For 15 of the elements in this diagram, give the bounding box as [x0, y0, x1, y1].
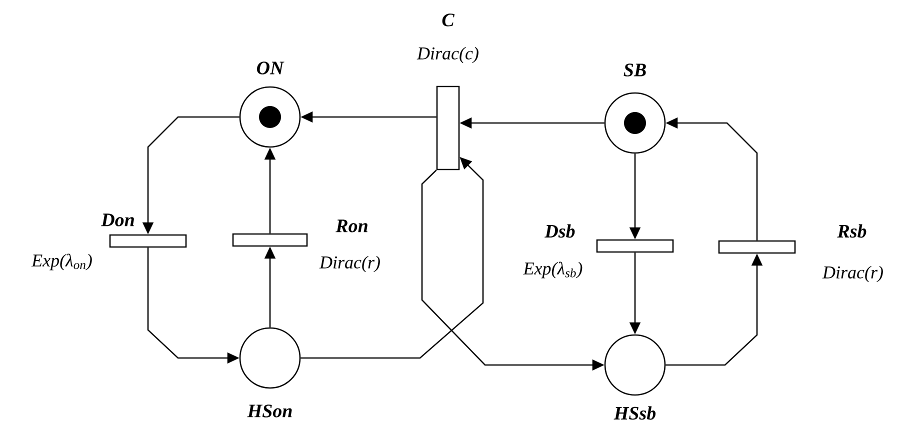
firing-delay: Exp(λ$_{sb}$)	[523, 262, 582, 278]
node-name: Dsb	[544, 224, 575, 238]
firing-delay: Dirac(r)	[319, 256, 380, 272]
node-name: Don	[100, 214, 134, 226]
node-name: SB	[624, 64, 646, 76]
node-name: HSsb	[614, 406, 656, 420]
node-name: HSon	[247, 404, 292, 418]
firing-delay: Exp(λ$_{on}$)	[31, 254, 92, 270]
arrow	[300, 157, 484, 359]
node-name: Rsb	[837, 224, 866, 238]
node-name: Ron	[336, 220, 368, 232]
firing-delay: Dirac(c)	[416, 46, 478, 64]
node-name: C	[442, 14, 454, 26]
node-name: ON	[256, 62, 284, 74]
firing-delay: Dirac(r)	[822, 266, 883, 282]
